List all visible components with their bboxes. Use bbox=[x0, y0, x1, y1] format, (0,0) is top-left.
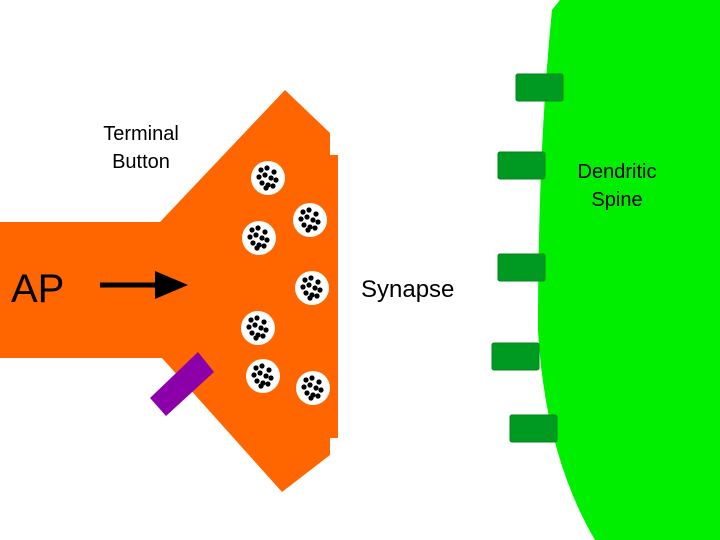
neurotransmitter-dot bbox=[304, 390, 310, 396]
neurotransmitter-dot bbox=[312, 225, 318, 231]
neurotransmitter-dot bbox=[264, 237, 270, 243]
vesicle-group bbox=[241, 161, 330, 405]
neurotransmitter-dot bbox=[315, 279, 321, 285]
neurotransmitter-dot bbox=[303, 377, 309, 383]
terminal-button-label-line2: Button bbox=[112, 151, 170, 173]
terminal-button-label-line1: Terminal bbox=[103, 123, 179, 145]
ap-arrow bbox=[100, 271, 188, 299]
neurotransmitter-dot bbox=[262, 229, 268, 235]
receptor bbox=[497, 151, 546, 180]
neurotransmitter-dot bbox=[268, 375, 274, 381]
neurotransmitter-dot bbox=[263, 327, 269, 333]
neurotransmitter-dot bbox=[300, 209, 306, 215]
neurotransmitter-dot bbox=[304, 214, 310, 220]
neurotransmitter-dot bbox=[253, 335, 259, 341]
neurotransmitter-dot bbox=[254, 245, 260, 251]
neurotransmitter-dot bbox=[268, 175, 274, 181]
neurotransmitter-dot bbox=[263, 373, 269, 379]
neurotransmitter-dot bbox=[262, 172, 268, 178]
neurotransmitter-dot bbox=[270, 183, 276, 189]
neurotransmitter-dot bbox=[303, 290, 309, 296]
neurotransmitter-dot bbox=[313, 211, 319, 217]
dendritic-spine-label-line2: Spine bbox=[591, 189, 642, 211]
neurotransmitter-dot bbox=[301, 384, 307, 390]
vesicle bbox=[295, 271, 329, 305]
neurotransmitter-dot bbox=[307, 382, 313, 388]
neurotransmitter-dot bbox=[252, 322, 258, 328]
neurotransmitter-dot bbox=[273, 177, 279, 183]
neurotransmitter-dot bbox=[259, 180, 265, 186]
dendritic-spine-label-line1: Dendritic bbox=[578, 161, 657, 183]
neurotransmitter-dot bbox=[253, 365, 259, 371]
dendrite-body bbox=[538, 0, 720, 540]
neurotransmitter-dot bbox=[298, 216, 304, 222]
neurotransmitter-dot bbox=[316, 379, 322, 385]
neurotransmitter-dot bbox=[250, 240, 256, 246]
neurotransmitter-dot bbox=[258, 383, 264, 389]
neurotransmitter-dot bbox=[260, 333, 266, 339]
neurotransmitter-dot bbox=[306, 282, 312, 288]
neurotransmitter-dot bbox=[258, 167, 264, 173]
arrow-head bbox=[155, 271, 188, 299]
receptor bbox=[515, 73, 564, 102]
neurotransmitter-dot bbox=[257, 370, 263, 376]
neurotransmitter-dot bbox=[300, 284, 306, 290]
neurotransmitter-dot bbox=[248, 317, 254, 323]
neurotransmitter-dot bbox=[264, 165, 270, 171]
vesicle bbox=[296, 371, 330, 405]
neurotransmitter-dot bbox=[263, 185, 269, 191]
neurotransmitter-dot bbox=[249, 330, 255, 336]
neurotransmitter-dot bbox=[258, 325, 264, 331]
vesicle bbox=[293, 203, 327, 237]
neurotransmitter-dot bbox=[247, 234, 253, 240]
vesicle bbox=[241, 311, 275, 345]
vesicle bbox=[251, 161, 285, 195]
neurotransmitter-dot bbox=[254, 315, 260, 321]
receptor bbox=[491, 342, 540, 371]
neurotransmitter-dot bbox=[246, 324, 252, 330]
neurotransmitter-dot bbox=[259, 363, 265, 369]
vesicle bbox=[242, 221, 276, 255]
neurotransmitter-dot bbox=[309, 375, 315, 381]
neurotransmitter-dot bbox=[308, 275, 314, 281]
neurotransmitter-dot bbox=[314, 293, 320, 299]
neurotransmitter-dot bbox=[255, 225, 261, 231]
receptor bbox=[509, 414, 558, 443]
neurotransmitter-dot bbox=[312, 285, 318, 291]
vesicle bbox=[246, 359, 280, 393]
neurotransmitter-dot bbox=[306, 207, 312, 213]
neurotransmitter-dot bbox=[305, 227, 311, 233]
neurotransmitter-dot bbox=[302, 277, 308, 283]
neurotransmitter-dot bbox=[251, 372, 257, 378]
neurotransmitter-dot bbox=[261, 243, 267, 249]
neurotransmitter-dot bbox=[307, 295, 313, 301]
neurotransmitter-dot bbox=[301, 222, 307, 228]
neurotransmitter-dot bbox=[265, 381, 271, 387]
neurotransmitter-dot bbox=[315, 219, 321, 225]
receptor bbox=[497, 253, 546, 282]
neurotransmitter-dot bbox=[310, 217, 316, 223]
autoreceptor bbox=[150, 352, 214, 416]
synapse-label: Synapse bbox=[361, 276, 454, 303]
ap-label: AP bbox=[11, 267, 64, 311]
neurotransmitter-dot bbox=[308, 395, 314, 401]
neurotransmitter-dot bbox=[261, 319, 267, 325]
neurotransmitter-dot bbox=[249, 227, 255, 233]
neurotransmitter-dot bbox=[259, 235, 265, 241]
neurotransmitter-dot bbox=[313, 385, 319, 391]
neurotransmitter-dot bbox=[318, 387, 324, 393]
neurotransmitter-dot bbox=[266, 367, 272, 373]
neurotransmitter-dot bbox=[254, 378, 260, 384]
neurotransmitter-dot bbox=[317, 287, 323, 293]
neurotransmitter-dot bbox=[315, 393, 321, 399]
neurotransmitter-dot bbox=[256, 174, 262, 180]
neurotransmitter-dot bbox=[271, 169, 277, 175]
neurotransmitter-dot bbox=[253, 232, 259, 238]
receptor-group bbox=[491, 73, 564, 443]
